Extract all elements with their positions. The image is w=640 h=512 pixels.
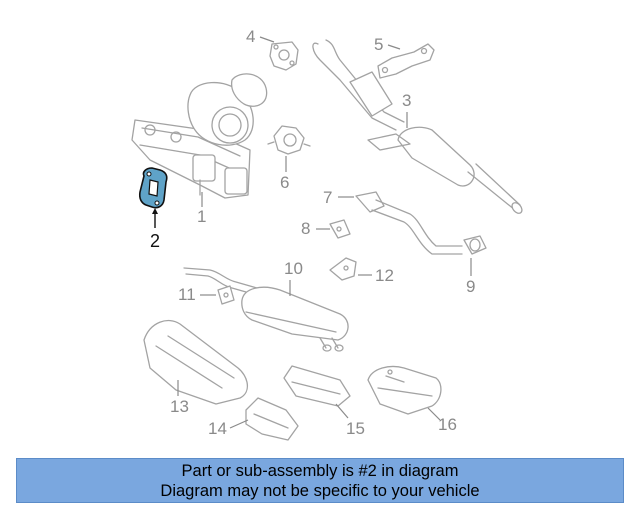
caption-banner: Part or sub-assembly is #2 in diagram Di…: [16, 458, 624, 503]
callout-6: 6: [280, 173, 289, 192]
part-5-bracket[interactable]: [377, 43, 435, 79]
part-9-clamp-sleeve[interactable]: [463, 235, 487, 255]
part-12-bracket[interactable]: [329, 257, 357, 281]
part-3-downpipe-catalyst[interactable]: [312, 39, 524, 215]
callout-4: 4: [246, 27, 255, 46]
part-16-heat-shield[interactable]: [367, 365, 442, 415]
part-1-turbo-manifold[interactable]: [131, 73, 268, 199]
leader-4: [259, 36, 275, 43]
callout-15: 15: [346, 419, 365, 438]
callout-7: 7: [323, 188, 332, 207]
leader-15: [335, 403, 349, 419]
caption-line-2: Diagram may not be specific to your vehi…: [160, 482, 480, 500]
part-15-heat-shield[interactable]: [283, 365, 351, 407]
part-6-clamp[interactable]: [267, 125, 311, 155]
callout-8: 8: [301, 219, 310, 238]
caption-line-1: Part or sub-assembly is #2 in diagram: [181, 462, 459, 480]
leader-16: [427, 407, 441, 421]
part-8-hanger[interactable]: [329, 219, 351, 239]
callout-11: 11: [178, 285, 196, 304]
exhaust-parts-diagram: 1 2 4 5 3 6: [131, 27, 524, 441]
callout-3: 3: [402, 91, 411, 110]
callout-2: 2: [150, 231, 160, 251]
callout-13: 13: [170, 397, 189, 416]
leader-14: [229, 419, 249, 429]
callout-1: 1: [197, 207, 206, 226]
part-10-muffler[interactable]: [183, 267, 349, 352]
part-2-gasket-highlighted[interactable]: [138, 167, 168, 209]
callout-16: 16: [438, 415, 457, 434]
part-13-heat-shield[interactable]: [143, 319, 248, 405]
callout-9: 9: [466, 277, 475, 296]
part-7-intermediate-pipe[interactable]: [355, 191, 463, 255]
part-11-hanger[interactable]: [217, 285, 235, 305]
callout-10: 10: [284, 259, 303, 278]
callout-14: 14: [208, 419, 227, 438]
leader-2-arrow: [152, 208, 158, 214]
leader-5: [387, 44, 401, 50]
callout-5: 5: [374, 35, 383, 54]
part-4-flange-gasket[interactable]: [269, 41, 299, 71]
callout-12: 12: [375, 266, 394, 285]
part-14-heat-shield[interactable]: [245, 397, 299, 441]
